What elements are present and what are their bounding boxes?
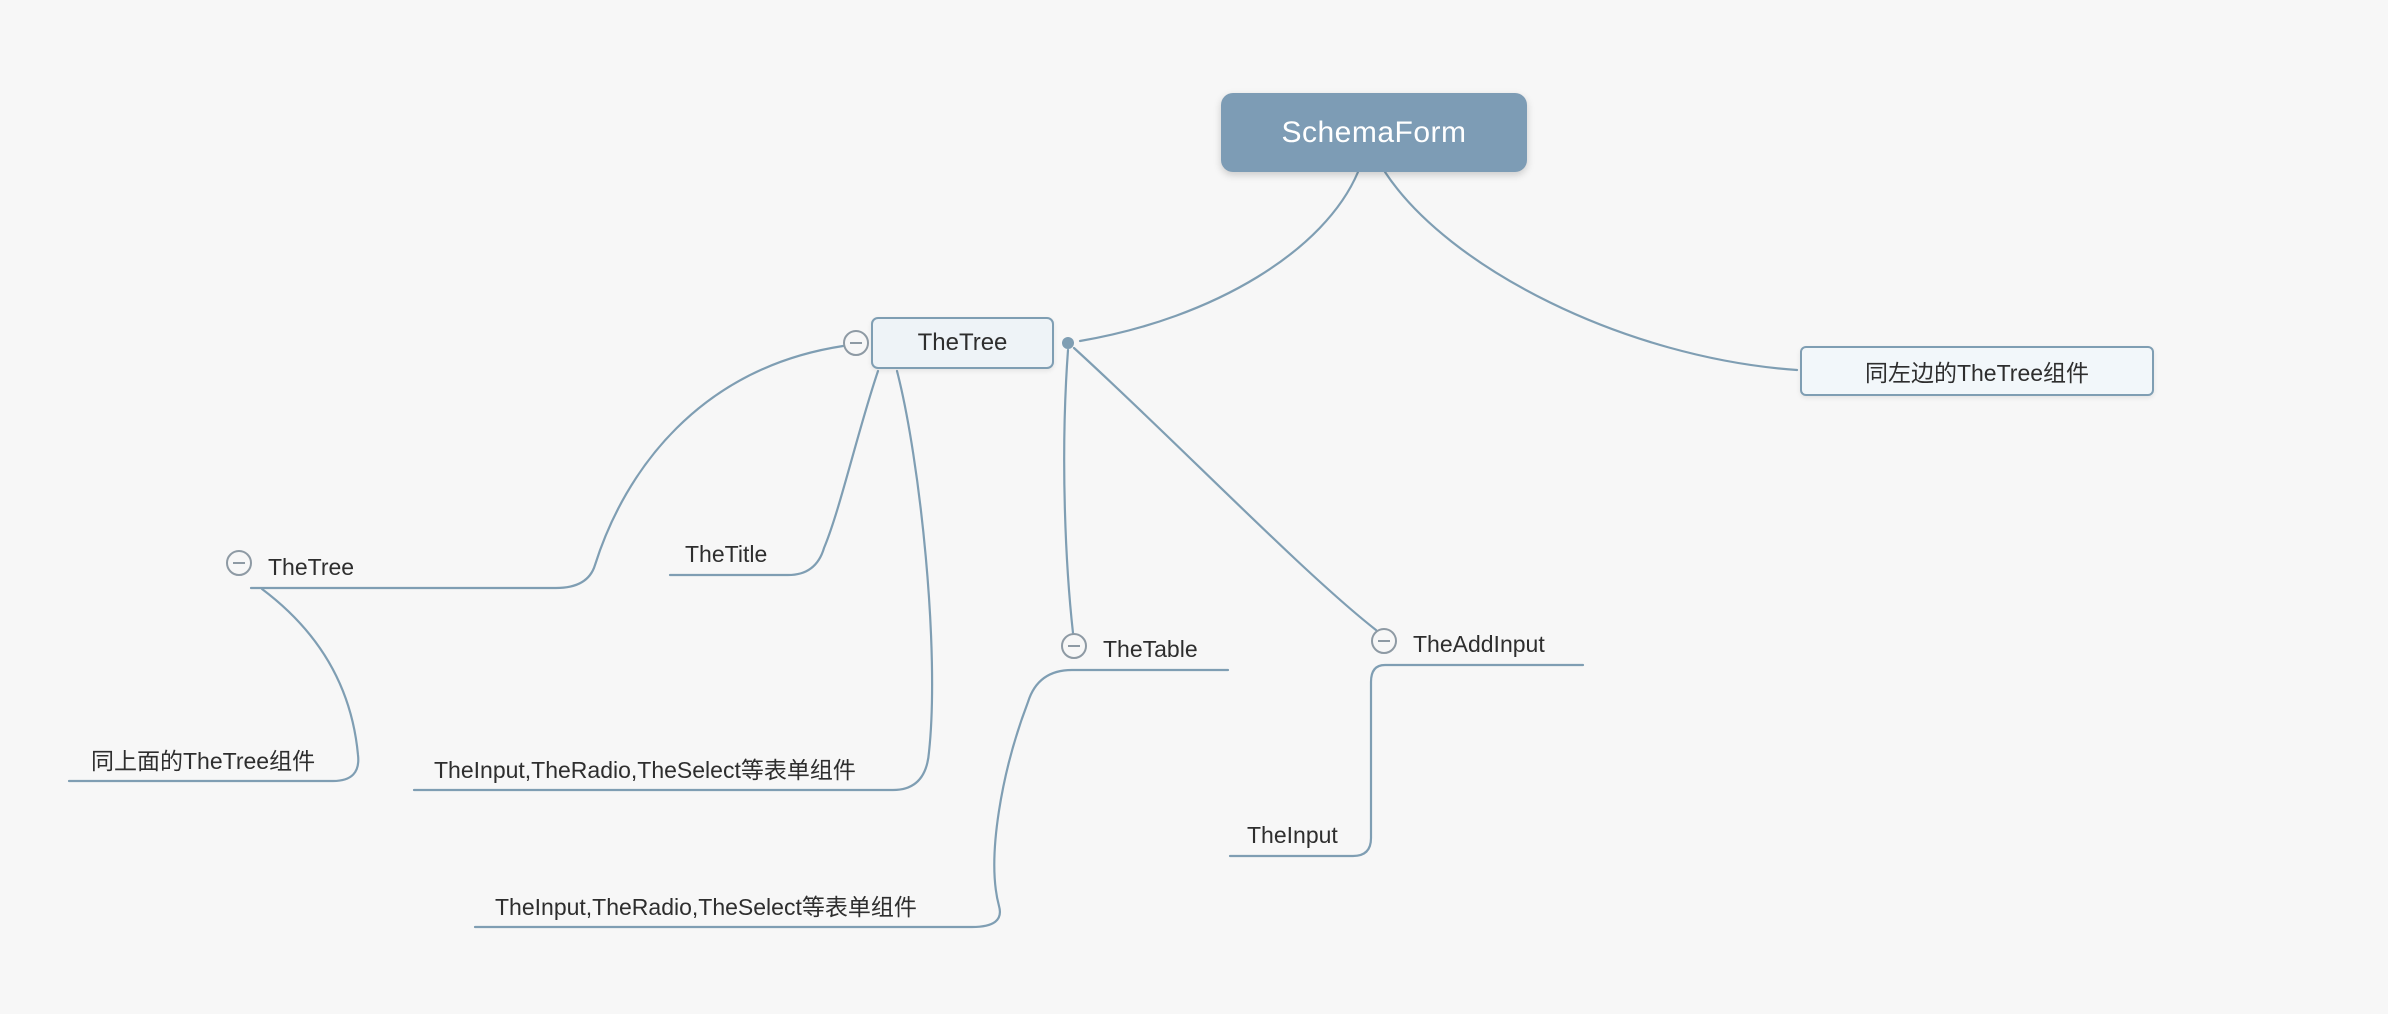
edge-addinput-input [1228,663,1585,858]
node-theaddinput[interactable]: TheAddInput [1413,630,1545,657]
collapse-minus-icon-thetable[interactable] [1061,633,1087,659]
collapse-minus-icon-theaddinput[interactable] [1371,628,1397,654]
node-thetree-sub[interactable]: TheTree [268,553,355,580]
node-thetree-main[interactable]: TheTree [871,317,1054,369]
edge-tree-table [1063,348,1075,635]
collapse-minus-icon-thetree-main[interactable] [843,330,869,356]
node-tree-note-above[interactable]: 同上面的TheTree组件 [91,748,316,774]
edge-subtree-note [67,587,360,783]
edge-tree-addinput [1072,346,1378,632]
collapse-minus-icon-thetree-sub[interactable] [226,550,252,576]
edge-tree-form-left [412,369,934,792]
node-form-components-bottom[interactable]: TheInput,TheRadio,TheSelect等表单组件 [495,894,917,920]
node-schemaform[interactable]: SchemaForm [1221,93,1527,172]
edge-tree-subtree [249,344,845,590]
node-thetable[interactable]: TheTable [1103,635,1198,662]
edge-tree-title [668,369,880,577]
tree-junction-dot [1062,337,1074,349]
edge-root-right-note [1383,170,1799,372]
node-thetitle[interactable]: TheTitle [685,540,768,567]
edge-table-form-bottom [473,668,1230,929]
edge-root-tree [1078,170,1360,343]
node-theinput[interactable]: TheInput [1247,821,1338,848]
node-right-tree-note[interactable]: 同左边的TheTree组件 [1800,346,2154,396]
node-form-components-left[interactable]: TheInput,TheRadio,TheSelect等表单组件 [434,757,856,783]
